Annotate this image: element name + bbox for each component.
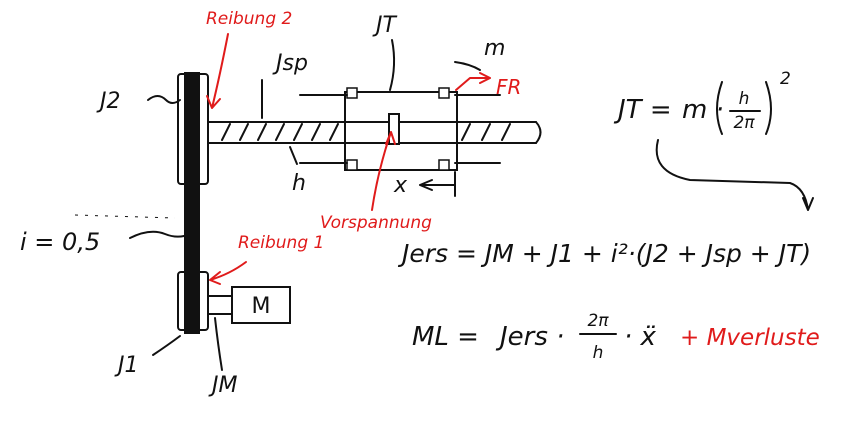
x-arrow (419, 171, 456, 197)
j2-leader (147, 95, 181, 104)
reibung1-arrow (209, 261, 247, 285)
reibung2-label: Reibung 2 (206, 9, 292, 29)
h-leader (289, 146, 298, 165)
motor: M (207, 286, 291, 324)
eq-ml-den: h (593, 343, 604, 363)
jt-label: JT (372, 13, 397, 38)
carriage-nut (299, 87, 501, 171)
vorspannung-label: Vorspannung (320, 213, 432, 233)
eq-jt-exp: 2 (780, 69, 791, 89)
eq-ml-losses: + Mverluste (680, 325, 820, 351)
reibung1-label: Reibung 1 (238, 233, 324, 253)
j2-label: J2 (96, 89, 121, 114)
x-label: x (393, 173, 408, 198)
ratio-leader (129, 230, 185, 239)
reibung2-arrow (206, 33, 229, 109)
jm-label: JM (208, 373, 237, 398)
eq-ml-num: 2π (587, 311, 609, 331)
belt (184, 72, 200, 334)
eq-ml-lhs: ML = (412, 322, 479, 352)
substitution-arrow (655, 139, 814, 211)
jt-leader (389, 39, 396, 91)
j1-label: J1 (114, 353, 139, 378)
jm-leader (214, 317, 223, 371)
j1-leader (152, 335, 181, 356)
motor-label: M (252, 294, 271, 319)
force-arrow (455, 72, 491, 91)
equation-ml: ML = Jers · 2π h · ẍ + Mverluste (412, 311, 820, 363)
dashed-line (74, 214, 176, 219)
m-leader (454, 61, 481, 71)
m-label: m (484, 36, 505, 61)
equation-jt: JT = m · h 2π 2 (613, 69, 791, 135)
vorspannung-arrow (371, 131, 396, 211)
equation-jers: Jers = JM + J1 + i²·(J2 + Jsp + JT) (397, 239, 811, 268)
eq-ml-xdd: · ẍ (624, 322, 657, 352)
eq-ml-jers: Jers · (495, 322, 564, 352)
eq-jt-num: h (739, 89, 750, 109)
ratio-label: i = 0,5 (20, 228, 100, 256)
jsp-label: Jsp (272, 51, 308, 76)
lower-pulley-j1 (177, 271, 209, 331)
force-label: FR (496, 75, 521, 99)
eq-jt-lhs: JT = (613, 95, 672, 125)
eq-jt-den: 2π (733, 113, 755, 133)
h-label: h (292, 171, 306, 196)
spindle-shaft (207, 121, 542, 144)
